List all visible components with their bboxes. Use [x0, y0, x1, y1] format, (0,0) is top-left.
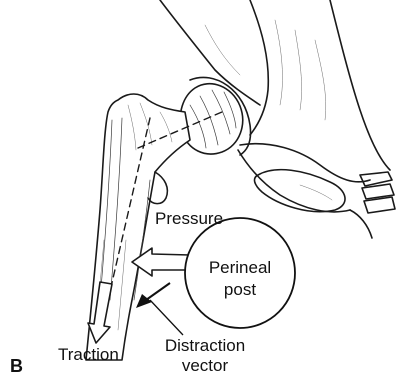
- label-pressure: Pressure: [155, 209, 223, 228]
- label-perineal: Perineal: [209, 258, 271, 277]
- label-distraction: Distraction: [165, 336, 245, 355]
- label-vector: vector: [182, 356, 229, 375]
- panel-letter: B: [10, 356, 23, 376]
- label-post: post: [224, 280, 256, 299]
- label-traction: Traction: [58, 345, 119, 364]
- femoral-head: [180, 84, 242, 154]
- distraction-leader-line: [150, 300, 183, 335]
- distraction-arrow-icon: [136, 283, 170, 308]
